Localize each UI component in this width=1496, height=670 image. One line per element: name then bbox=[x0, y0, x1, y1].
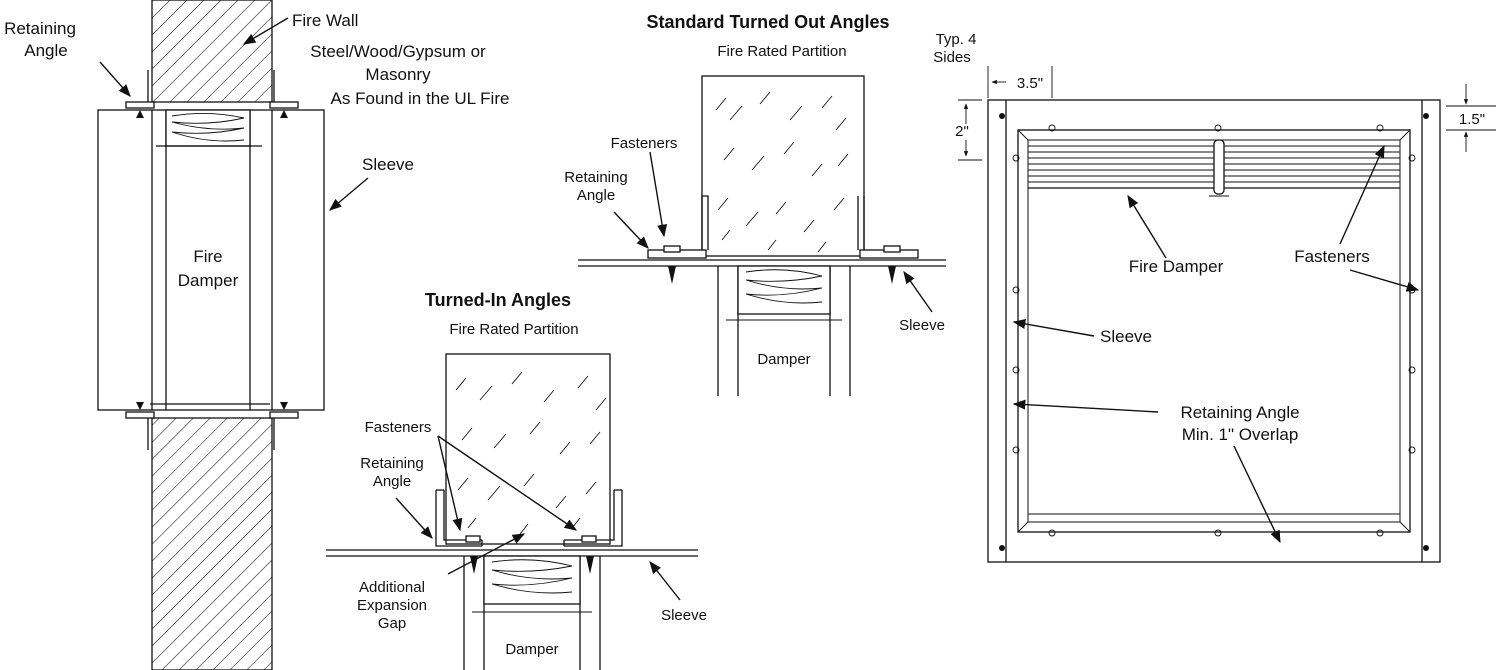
retaining-angle-top-left bbox=[125, 101, 155, 109]
partition bbox=[701, 75, 865, 257]
expansion-gap-label: Additional bbox=[359, 579, 425, 596]
partition-glass-marks bbox=[715, 91, 849, 253]
fire-wall-lower bbox=[151, 417, 273, 670]
typ-sides-label: Typ. 4 bbox=[936, 31, 977, 48]
left-section-view: Retaining Angle Fire Wall Steel/Wood/Gyp… bbox=[4, 0, 509, 670]
front-fire-damper-label: Fire Damper bbox=[1129, 257, 1224, 276]
in-retaining-label-2: Angle bbox=[373, 473, 411, 490]
dim-1-5-label: 1.5" bbox=[1459, 111, 1485, 128]
retaining-angle-left-in bbox=[435, 490, 482, 547]
dim-2-label: 2" bbox=[955, 123, 969, 140]
in-retaining-label: Retaining bbox=[360, 455, 423, 472]
wall-material-label: Steel/Wood/Gypsum or bbox=[310, 42, 486, 61]
sleeve-label: Sleeve bbox=[362, 155, 414, 174]
standard-turned-out-view: Standard Turned Out Angles Fire Rated Pa… bbox=[564, 12, 946, 396]
in-sleeve-label: Sleeve bbox=[661, 607, 707, 624]
retaining-angle-bottom-right bbox=[269, 411, 299, 419]
sleeve-body bbox=[97, 109, 325, 411]
damper-blades-in bbox=[483, 555, 581, 605]
std-fasteners-label: Fasteners bbox=[611, 135, 678, 152]
wall-material-label-2: Masonry bbox=[365, 65, 431, 84]
partition-glass-marks-turned-in bbox=[455, 371, 607, 535]
front-fasteners-label: Fasteners bbox=[1294, 247, 1370, 266]
partition-turned-in bbox=[445, 353, 611, 545]
in-fasteners-label: Fasteners bbox=[365, 419, 432, 436]
retaining-angle-top-right bbox=[269, 101, 299, 109]
front-retaining-angle-label-2: Min. 1" Overlap bbox=[1182, 425, 1299, 444]
standard-title: Standard Turned Out Angles bbox=[646, 12, 889, 32]
std-retaining-label: Retaining bbox=[564, 169, 627, 186]
fire-damper-label-2: Damper bbox=[178, 271, 239, 290]
wall-material-label-3: As Found in the UL Fire bbox=[331, 89, 510, 108]
retaining-angle-bottom-left bbox=[125, 411, 155, 419]
expansion-gap-label-2: Expansion bbox=[357, 597, 427, 614]
turned-in-partition-label: Fire Rated Partition bbox=[449, 321, 578, 338]
std-damper-label: Damper bbox=[757, 351, 810, 368]
in-damper-label: Damper bbox=[505, 641, 558, 658]
front-retaining-angle-label: Retaining Angle bbox=[1180, 403, 1299, 422]
std-sleeve-label: Sleeve bbox=[899, 317, 945, 334]
turned-in-title: Turned-In Angles bbox=[425, 290, 571, 310]
std-retaining-label-2: Angle bbox=[577, 187, 615, 204]
front-sleeve-label: Sleeve bbox=[1100, 327, 1152, 346]
fire-damper-label: Fire bbox=[193, 247, 222, 266]
retaining-angle-label: Retaining bbox=[4, 19, 76, 38]
fire-wall-upper bbox=[151, 0, 273, 103]
expansion-gap-label-3: Gap bbox=[378, 615, 406, 632]
typ-sides-label-2: Sides bbox=[933, 49, 971, 66]
fire-wall-label: Fire Wall bbox=[292, 11, 358, 30]
retaining-angle-frame bbox=[1017, 129, 1411, 533]
dim-3-5-label: 3.5" bbox=[1017, 75, 1043, 92]
turned-in-view: Turned-In Angles Fire Rated Partition bbox=[326, 290, 707, 670]
fusible-link bbox=[1213, 139, 1225, 195]
standard-partition-label: Fire Rated Partition bbox=[717, 43, 846, 60]
front-view: Typ. 4 Sides 3.5" 2" 1.5" Fire Damper Fa… bbox=[933, 31, 1496, 563]
damper-blades-std bbox=[737, 265, 831, 315]
retaining-angle-right-in bbox=[564, 490, 623, 547]
retaining-angle-label-2: Angle bbox=[24, 41, 67, 60]
